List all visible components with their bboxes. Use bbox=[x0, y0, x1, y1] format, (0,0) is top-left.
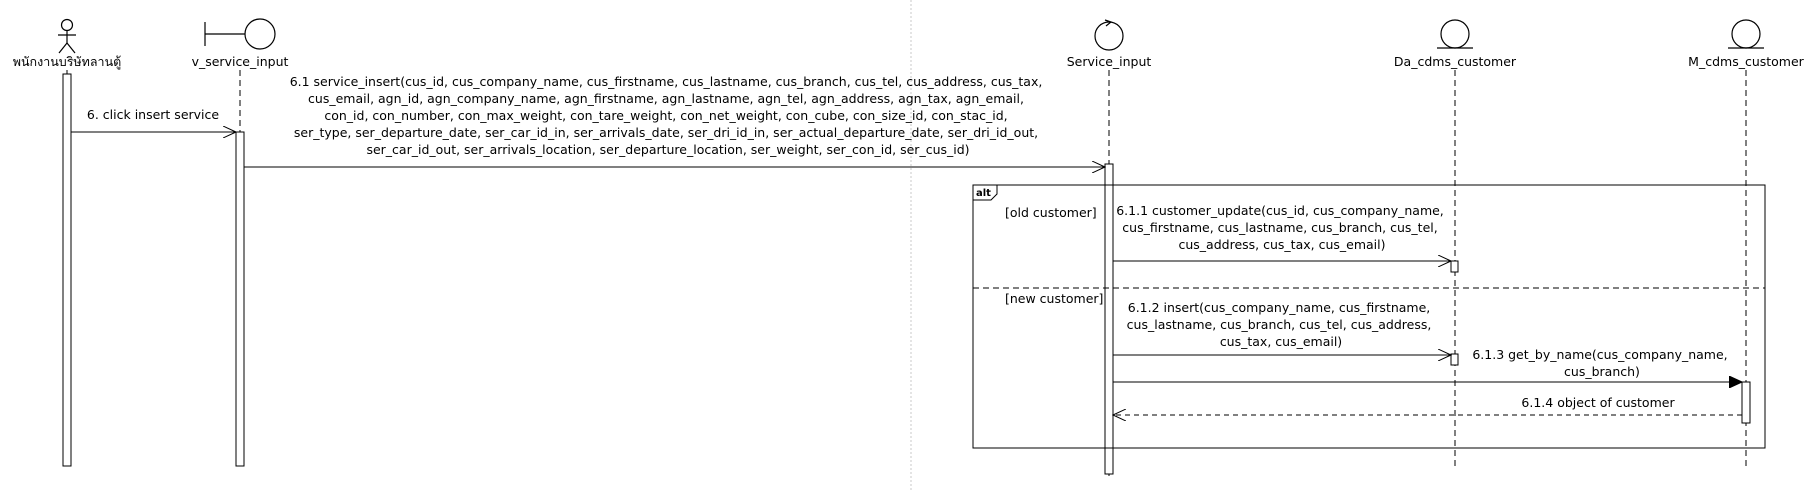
message-6-1-2-line: cus_tax, cus_email) bbox=[1220, 334, 1342, 349]
alt-fragment-label: alt bbox=[976, 188, 991, 199]
boundary-label: v_service_input bbox=[192, 54, 289, 69]
message-6-1-1-label: 6.1.1 customer_update(cus_id, cus_compan… bbox=[1116, 203, 1448, 252]
activation-entity-m bbox=[1741, 381, 1751, 424]
entity-da-label: Da_cdms_customer bbox=[1394, 54, 1517, 69]
message-6-1-1-line: cus_address, cus_tax, cus_email) bbox=[1179, 237, 1386, 252]
message-6-1-4-label: 6.1.4 object of customer bbox=[1521, 395, 1675, 410]
activation-da-insert bbox=[1450, 353, 1459, 366]
alt-fragment bbox=[972, 184, 1766, 449]
guard-old-customer: [old customer] bbox=[1005, 205, 1097, 220]
activation-boundary bbox=[235, 131, 245, 467]
message-6-1-3-label: 6.1.3 get_by_name(cus_company_name, cus_… bbox=[1472, 347, 1731, 379]
message-6-1-2-label: 6.1.2 insert(cus_company_name, cus_first… bbox=[1127, 300, 1436, 349]
message-6-1-line: ser_type, ser_departure_date, ser_car_id… bbox=[294, 125, 1038, 140]
boundary-icon bbox=[204, 18, 276, 50]
entity-da-icon bbox=[1437, 19, 1473, 49]
message-6-1-label: 6.1 service_insert(cus_id, cus_company_n… bbox=[290, 74, 1047, 157]
message-6-1-line: ser_car_id_out, ser_arrivals_location, s… bbox=[366, 142, 969, 157]
message-6-1-line: 6.1 service_insert(cus_id, cus_company_n… bbox=[290, 74, 1043, 89]
message-6-1-2-line: cus_lastname, cus_branch, cus_tel, cus_a… bbox=[1127, 317, 1432, 332]
message-6-1-1-line: 6.1.1 customer_update(cus_id, cus_compan… bbox=[1116, 203, 1444, 218]
activation-da-update bbox=[1450, 260, 1459, 273]
activation-control bbox=[1104, 163, 1114, 475]
entity-m-icon bbox=[1728, 19, 1764, 49]
alt-fragment-tab bbox=[973, 184, 998, 201]
actor-label: พนักงานบริษัทลานตู้ bbox=[13, 54, 122, 70]
message-6-1-line: con_id, con_number, con_max_weight, con_… bbox=[324, 108, 1007, 123]
control-icon bbox=[1094, 19, 1124, 51]
message-6-1-line: cus_email, agn_id, agn_company_name, agn… bbox=[308, 91, 1024, 106]
activation-actor bbox=[62, 73, 72, 467]
control-label: Service_input bbox=[1067, 54, 1152, 69]
message-6-1-1-line: cus_firstname, cus_lastname, cus_branch,… bbox=[1122, 220, 1437, 235]
message-6-label: 6. click insert service bbox=[87, 107, 219, 122]
message-6-1-3-line: cus_branch) bbox=[1564, 364, 1640, 379]
guard-new-customer: [new customer] bbox=[1005, 291, 1103, 306]
actor-icon bbox=[58, 18, 76, 54]
entity-m-label: M_cdms_customer bbox=[1688, 54, 1805, 69]
message-6-1-2-line: 6.1.2 insert(cus_company_name, cus_first… bbox=[1128, 300, 1431, 315]
message-6-1-3-line: 6.1.3 get_by_name(cus_company_name, bbox=[1472, 347, 1727, 362]
